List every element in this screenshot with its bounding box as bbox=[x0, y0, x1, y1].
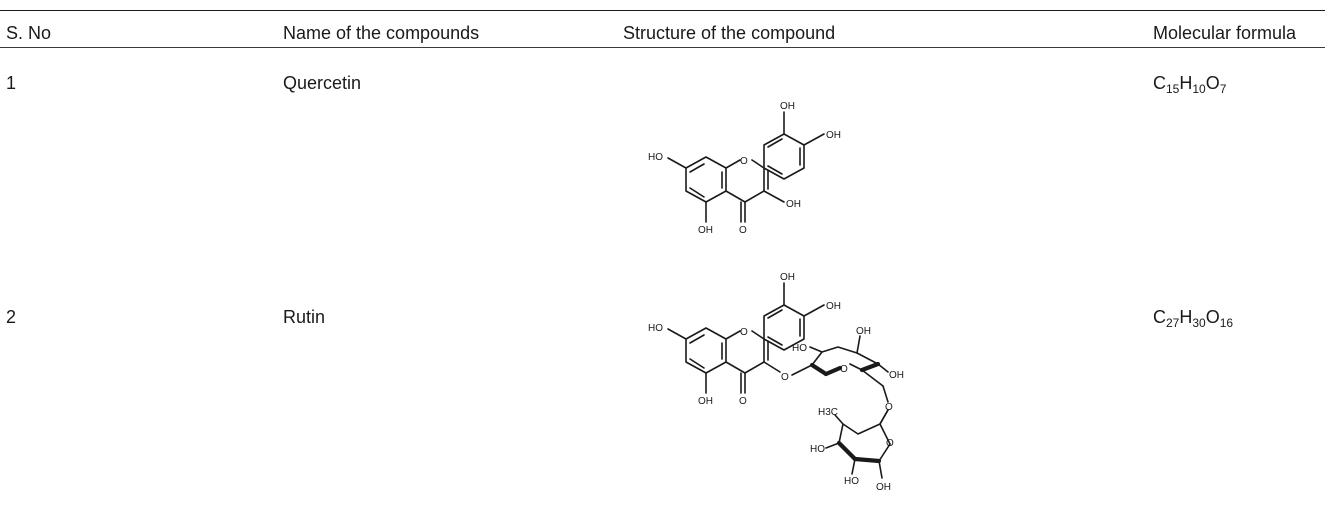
ho-label: HO bbox=[844, 476, 859, 487]
rutin-structure: O OH OH OH O HO O O HO OH OH O O H3C HO … bbox=[648, 272, 904, 493]
row-2-name: Rutin bbox=[283, 307, 326, 327]
glycosidic-oxygen-label: O bbox=[781, 372, 789, 383]
carbonyl-oxygen-label: O bbox=[739, 225, 747, 236]
header-sno: S. No bbox=[6, 23, 52, 43]
ho-label: HO bbox=[648, 152, 663, 163]
ho-label: HO bbox=[648, 323, 663, 334]
oh-label: OH bbox=[876, 482, 891, 493]
header-formula: Molecular formula bbox=[1153, 23, 1297, 43]
methyl-label: H3C bbox=[818, 407, 838, 418]
row-1-sno: 1 bbox=[6, 73, 17, 93]
quercetin-structure: O OH OH OH OH O HO bbox=[648, 101, 841, 236]
oh-label: OH bbox=[826, 301, 841, 312]
header-structure: Structure of the compound bbox=[623, 23, 836, 43]
oh-label: OH bbox=[698, 225, 713, 236]
oh-label: OH bbox=[780, 272, 795, 283]
oh-label: OH bbox=[889, 370, 904, 381]
rhamnose-ring-oxygen-label: O bbox=[886, 438, 894, 449]
row-2-sno: 2 bbox=[6, 307, 17, 327]
row-1-name: Quercetin bbox=[283, 73, 362, 93]
ring-oxygen-label: O bbox=[740, 156, 748, 167]
oh-label: OH bbox=[826, 130, 841, 141]
header-name: Name of the compounds bbox=[283, 23, 480, 43]
row-2-formula: C27H30O16 bbox=[1153, 307, 1234, 330]
ho-label: HO bbox=[792, 343, 807, 354]
oh-label: OH bbox=[786, 199, 801, 210]
oh-label: OH bbox=[698, 396, 713, 407]
ring-oxygen-label: O bbox=[740, 327, 748, 338]
oh-label: OH bbox=[780, 101, 795, 112]
bridge-oxygen-label: O bbox=[885, 402, 893, 413]
ho-label: HO bbox=[810, 444, 825, 455]
row-1-formula: C15H10O7 bbox=[1153, 73, 1227, 96]
carbonyl-oxygen-label: O bbox=[739, 396, 747, 407]
glucose-ring-oxygen-label: O bbox=[840, 364, 848, 375]
oh-label: OH bbox=[856, 326, 871, 337]
table-header-rule bbox=[0, 47, 1325, 48]
table-top-rule bbox=[0, 10, 1325, 11]
